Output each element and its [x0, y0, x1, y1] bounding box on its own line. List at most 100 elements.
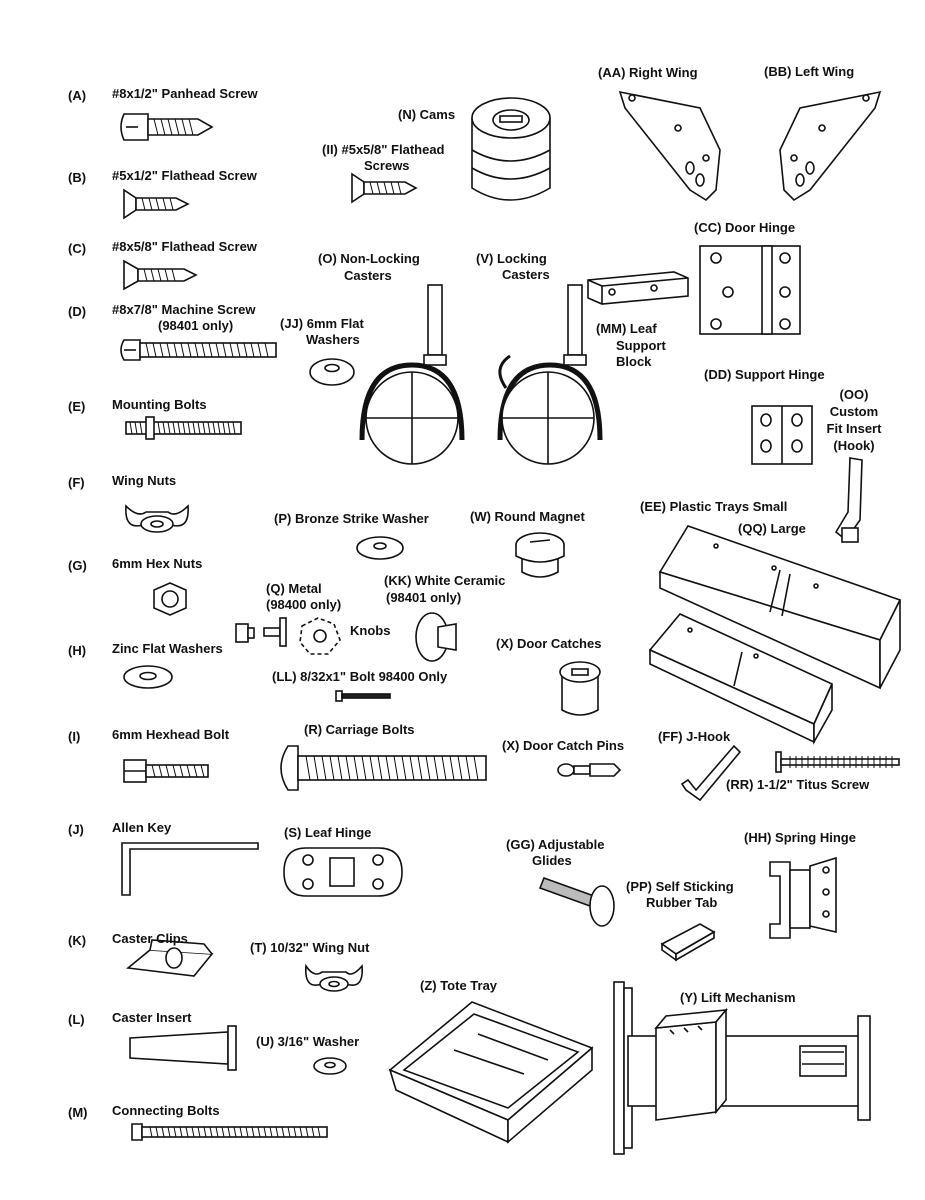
- part-m-code: (M): [68, 1105, 88, 1120]
- part-v-label-1: (V) Locking: [476, 251, 547, 266]
- part-b-name: #5x1/2" Flathead Screw: [112, 168, 257, 183]
- support-hinge-illustration: [751, 405, 813, 465]
- part-h-name: Zinc Flat Washers: [112, 641, 223, 656]
- part-e-code: (E): [68, 399, 86, 414]
- connecting-bolt-illustration: [131, 1123, 328, 1141]
- locking-caster-illustration: [497, 284, 603, 465]
- panhead-screw-illustration: [120, 113, 214, 141]
- mounting-bolt-illustration: [125, 416, 242, 440]
- part-p-label: (P) Bronze Strike Washer: [274, 511, 429, 526]
- part-a-code: (A): [68, 88, 87, 103]
- part-d-note: (98401 only): [158, 318, 234, 333]
- spring-hinge-illustration: [769, 856, 837, 939]
- part-l-code: (L): [68, 1012, 85, 1027]
- hexhead-bolt-illustration: [123, 759, 209, 783]
- right-wing-illustration: [618, 90, 721, 202]
- part-t-label: (T) 10/32" Wing Nut: [250, 940, 370, 955]
- part-oo-label-3: Fit Insert: [826, 421, 882, 436]
- part-qq-label: (QQ) Large: [738, 521, 806, 536]
- door-catch-pin-illustration: [557, 763, 622, 777]
- door-hinge-illustration: [699, 245, 801, 335]
- part-ll-label: (LL) 8/32x1" Bolt 98400 Only: [272, 669, 448, 684]
- part-jj-label-1: (JJ) 6mm Flat: [280, 316, 364, 331]
- part-ee-label: (EE) Plastic Trays Small: [640, 499, 788, 514]
- part-gg-label-1: (GG) Adjustable: [506, 837, 605, 852]
- part-mm-label-2: Support: [616, 338, 666, 353]
- adjustable-glide-illustration: [538, 876, 615, 927]
- door-catch-illustration: [559, 661, 601, 716]
- part-b-code: (B): [68, 170, 87, 185]
- knobs-label: Knobs: [350, 623, 391, 638]
- part-v-label-2: Casters: [502, 267, 550, 282]
- hex-nut-illustration: [153, 582, 187, 616]
- part-w-label: (W) Round Magnet: [470, 509, 585, 524]
- part-bb-label: (BB) Left Wing: [764, 64, 855, 79]
- part-cc-label: (CC) Door Hinge: [694, 220, 796, 235]
- part-d-name: #8x7/8" Machine Screw: [112, 302, 256, 317]
- part-q-label-2: (98400 only): [266, 597, 342, 612]
- wing-nut-illustration: [125, 504, 189, 533]
- part-aa-label: (AA) Right Wing: [598, 65, 698, 80]
- part-z-label: (Z) Tote Tray: [420, 978, 498, 993]
- part-ff-label: (FF) J-Hook: [658, 729, 731, 744]
- titus-screw-illustration: [775, 751, 900, 773]
- caster-insert-illustration: [129, 1025, 237, 1071]
- metal-knob-illustration: [235, 617, 341, 655]
- lift-mechanism-illustration: [613, 981, 871, 1155]
- part-j-code: (J): [68, 822, 84, 837]
- part-dd-label: (DD) Support Hinge: [704, 367, 825, 382]
- part-g-code: (G): [68, 558, 87, 573]
- part-e-name: Mounting Bolts: [112, 397, 207, 412]
- part-r-label: (R) Carriage Bolts: [304, 722, 415, 737]
- part-o-label-2: Casters: [344, 268, 392, 283]
- part-kk-label-1: (KK) White Ceramic: [384, 573, 506, 588]
- machine-screw-illustration: [120, 339, 277, 361]
- part-rr-label: (RR) 1-1/2" Titus Screw: [726, 777, 870, 792]
- part-y-label: (Y) Lift Mechanism: [680, 990, 796, 1005]
- part-d-code: (D): [68, 304, 87, 319]
- part-ii-label-2: Screws: [364, 158, 410, 173]
- part-m-name: Connecting Bolts: [112, 1103, 220, 1118]
- part-mm-label-1: (MM) Leaf: [596, 321, 657, 336]
- part-x-pins-label: (X) Door Catch Pins: [502, 738, 625, 753]
- allen-key-illustration: [121, 842, 259, 896]
- part-u-label: (U) 3/16" Washer: [256, 1034, 360, 1049]
- rubber-tab-illustration: [660, 923, 716, 962]
- part-i-code: (I): [68, 729, 81, 744]
- part-n-label: (N) Cams: [398, 107, 456, 122]
- caster-clip-illustration: [126, 939, 214, 977]
- part-j-name: Allen Key: [112, 820, 172, 835]
- part-i-name: 6mm Hexhead Bolt: [112, 727, 230, 742]
- part-kk-label-2: (98401 only): [386, 590, 462, 605]
- wing-nut-t-illustration: [305, 963, 363, 992]
- non-locking-caster-illustration: [359, 284, 465, 465]
- flat-washer-jj-illustration: [309, 358, 355, 386]
- part-h-code: (H): [68, 643, 87, 658]
- zinc-washer-illustration: [123, 665, 173, 689]
- leaf-support-block-illustration: [587, 271, 689, 305]
- part-oo-label-2: Custom: [829, 404, 879, 419]
- plastic-trays-illustration: [648, 525, 902, 746]
- flathead-screw-b-illustration: [123, 188, 190, 220]
- leaf-hinge-illustration: [283, 847, 403, 897]
- carriage-bolt-illustration: [280, 745, 487, 791]
- tote-tray-illustration: [388, 1001, 594, 1144]
- custom-fit-insert-illustration: [834, 457, 863, 543]
- part-a-name: #8x1/2" Panhead Screw: [112, 86, 258, 101]
- left-wing-illustration: [779, 90, 882, 202]
- part-f-name: Wing Nuts: [112, 473, 177, 488]
- small-washer-illustration: [313, 1057, 347, 1075]
- j-hook-illustration: [680, 744, 742, 802]
- part-jj-label-2: Washers: [306, 332, 360, 347]
- cam-illustration: [471, 97, 551, 201]
- part-ii-label-1: (II) #5x5/8" Flathead: [322, 142, 445, 157]
- part-pp-label-2: Rubber Tab: [646, 895, 718, 910]
- part-q-label-1: (Q) Metal: [266, 581, 322, 596]
- ll-bolt-illustration: [335, 690, 391, 702]
- part-f-code: (F): [68, 475, 85, 490]
- part-hh-label: (HH) Spring Hinge: [744, 830, 856, 845]
- flathead-screw-c-illustration: [123, 259, 198, 291]
- bronze-strike-washer-illustration: [356, 536, 404, 560]
- part-k-name: Caster Clips: [112, 931, 188, 946]
